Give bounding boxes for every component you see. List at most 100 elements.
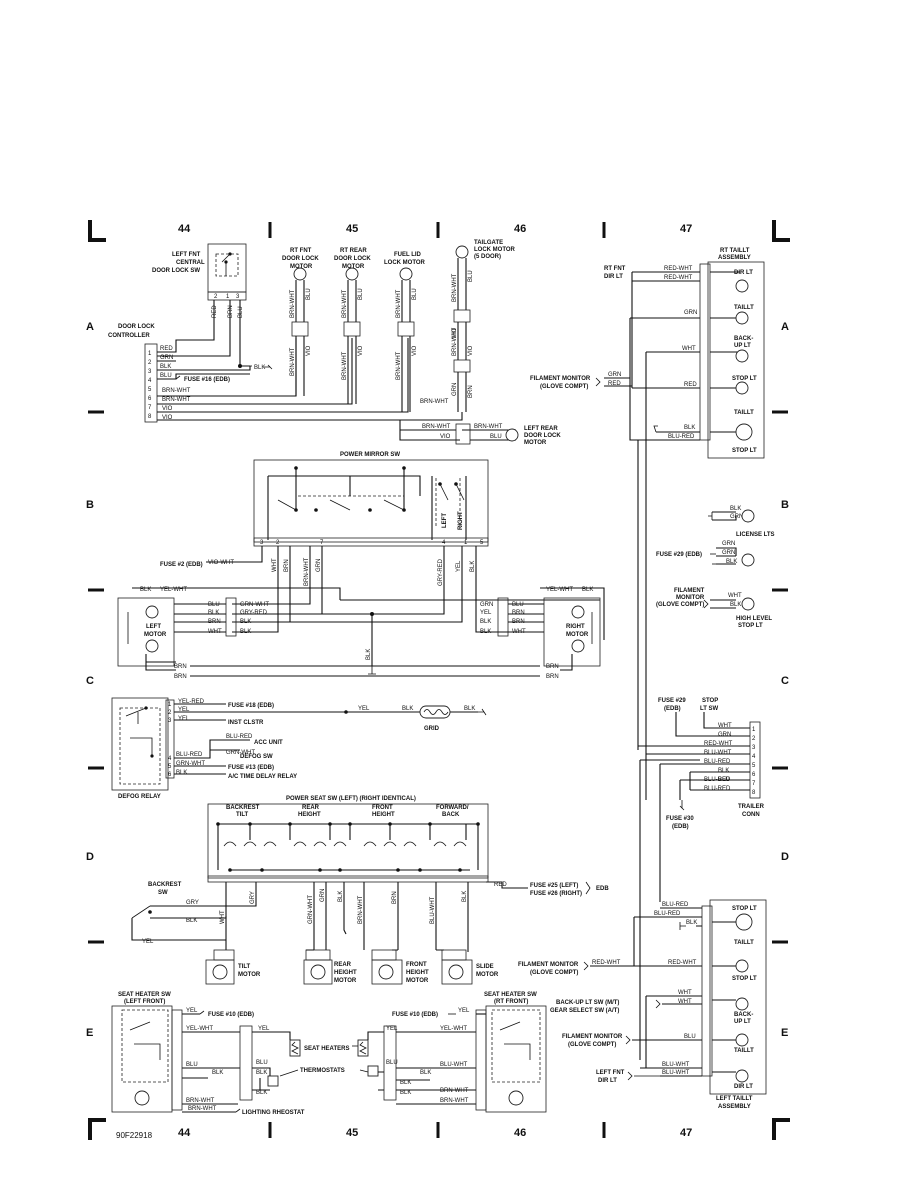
svg-text:BRN: BRN <box>284 559 290 572</box>
svg-text:7: 7 <box>752 781 756 787</box>
fuse2-label: FUSE #2 (EDB) <box>160 562 203 568</box>
svg-text:BLK: BLK <box>256 1090 267 1096</box>
svg-text:MONITOR: MONITOR <box>676 595 705 601</box>
svg-text:HIGH LEVEL: HIGH LEVEL <box>736 616 772 622</box>
door-lock-circuit: DOOR LOCK CONTROLLER 1 2 3 4 5 6 7 8 RED… <box>108 240 561 446</box>
svg-text:(GLOVE COMPT): (GLOVE COMPT) <box>568 1042 616 1048</box>
wire-vio-7: VIO <box>162 406 173 412</box>
power-mirror-switch <box>253 459 489 543</box>
controller-name-1: DOOR LOCK <box>118 324 155 330</box>
svg-text:WHT: WHT <box>718 723 732 729</box>
right-motor-label-2: MOTOR <box>566 632 589 638</box>
svg-text:5: 5 <box>168 764 172 770</box>
svg-text:A/C TIME DELAY RELAY: A/C TIME DELAY RELAY <box>228 774 297 780</box>
bus-brn-wht-3: BRN-WHT <box>474 424 503 430</box>
wire-brn-wht-6: BRN-WHT <box>162 397 191 403</box>
power-seat-switch <box>207 803 489 879</box>
svg-text:GRN: GRN <box>320 889 326 902</box>
svg-text:6: 6 <box>168 772 172 778</box>
fuel-lid-lock-motor: FUEL LID LOCK MOTOR BRN-WHT BLU BRN-WHT … <box>384 252 426 412</box>
svg-text:YEL: YEL <box>358 706 370 712</box>
svg-text:LEFT FNT: LEFT FNT <box>596 1070 625 1076</box>
svg-text:BLK: BLK <box>470 561 476 572</box>
svg-text:BLK: BLK <box>186 918 197 924</box>
svg-text:BLK: BLK <box>718 768 729 774</box>
power-mirror-circuit: POWER MIRROR SW LEFT RIGHT 3 2 7 4 1 5 F… <box>117 452 605 680</box>
col-47-top: 47 <box>680 223 692 235</box>
pin-7: 7 <box>148 405 152 411</box>
svg-text:TAILLT: TAILLT <box>734 940 754 946</box>
svg-text:FUSE #30: FUSE #30 <box>666 816 694 822</box>
svg-text:WHT: WHT <box>678 999 692 1005</box>
svg-text:BLU-RED: BLU-RED <box>654 911 681 917</box>
svg-text:GRN-WHT: GRN-WHT <box>308 895 314 924</box>
left-rear-name-2: DOOR LOCK <box>524 433 561 439</box>
svg-text:(5 DOOR): (5 DOOR) <box>474 254 501 260</box>
svg-text:DOOR LOCK: DOOR LOCK <box>282 256 319 262</box>
svg-text:YEL: YEL <box>142 939 154 945</box>
svg-text:WHT: WHT <box>272 558 278 572</box>
svg-text:TAILLT: TAILLT <box>734 305 754 311</box>
svg-text:YEL: YEL <box>386 1026 398 1032</box>
svg-text:LEFT TAILLT: LEFT TAILLT <box>716 1096 753 1102</box>
svg-text:GRY: GRY <box>250 891 256 904</box>
svg-text:(GLOVE COMPT): (GLOVE COMPT) <box>540 384 588 390</box>
svg-text:2: 2 <box>752 736 756 742</box>
svg-text:BLK: BLK <box>684 425 695 431</box>
svg-text:3: 3 <box>752 745 756 751</box>
svg-text:(EDB): (EDB) <box>664 706 681 712</box>
svg-text:BLU-WHT: BLU-WHT <box>662 1062 690 1068</box>
wire-blu: BLU <box>160 373 172 379</box>
crop-mark-top-right <box>772 220 790 242</box>
mirror-ground-blk: BLK <box>366 649 372 660</box>
high-level-stop-light <box>741 597 755 611</box>
col-44-bottom: 44 <box>178 1127 191 1139</box>
svg-text:SEAT HEATERS: SEAT HEATERS <box>304 1046 349 1052</box>
svg-text:BLK: BLK <box>240 629 251 635</box>
svg-text:BLK: BLK <box>240 619 251 625</box>
svg-text:UP LT: UP LT <box>734 1019 751 1025</box>
defog-relay <box>111 697 169 791</box>
col-46-bottom: 46 <box>514 1127 526 1139</box>
wire-red: RED <box>160 346 173 352</box>
svg-text:WHT: WHT <box>682 346 696 352</box>
left-rear-name-1: LEFT REAR <box>524 426 558 432</box>
svg-text:LOCK MOTOR: LOCK MOTOR <box>384 260 426 266</box>
svg-text:GRN: GRN <box>730 514 743 520</box>
license-light-1 <box>741 509 755 523</box>
defog-grid <box>419 705 451 719</box>
svg-text:GRY-RED: GRY-RED <box>438 558 444 586</box>
svg-text:BLU-WHT: BLU-WHT <box>704 750 732 756</box>
svg-text:YEL-WHT: YEL-WHT <box>440 1026 467 1032</box>
svg-text:ASSEMBLY: ASSEMBLY <box>718 1104 751 1110</box>
svg-text:BLK: BLK <box>726 559 737 565</box>
mirror-pin-2: 2 <box>276 540 280 546</box>
svg-text:ACC UNIT: ACC UNIT <box>254 740 283 746</box>
svg-text:BLU-RED: BLU-RED <box>704 786 731 792</box>
svg-text:SEAT HEATER SW: SEAT HEATER SW <box>118 992 171 998</box>
license-light-2 <box>741 553 755 567</box>
right-sw-lamp <box>508 1090 524 1106</box>
svg-text:BLU-RED: BLU-RED <box>662 902 689 908</box>
mirror-pin-5: 5 <box>480 540 484 546</box>
svg-text:YEL-WHT: YEL-WHT <box>186 1026 213 1032</box>
svg-text:BACK: BACK <box>442 812 460 818</box>
wire-brn-wht-5: BRN-WHT <box>162 388 191 394</box>
svg-text:MOTOR: MOTOR <box>290 264 313 270</box>
svg-text:LIGHTING RHEOSTAT: LIGHTING RHEOSTAT <box>242 1110 305 1116</box>
right-seat-heater-element <box>357 1039 369 1057</box>
csw-pin-1: 1 <box>226 294 230 300</box>
svg-text:BACK-: BACK- <box>734 336 753 342</box>
license-lights-circuit: BLK GRN LICENSE LTS GRN FUSE #29 (EDB) G… <box>656 506 775 567</box>
svg-text:VIO: VIO <box>412 345 418 356</box>
mirror-pin-7: 7 <box>320 540 324 546</box>
svg-text:STOP: STOP <box>702 698 718 704</box>
fuse2-wire: VIO-WHT <box>208 560 234 566</box>
svg-text:BACK-: BACK- <box>734 1012 753 1018</box>
svg-text:BLU: BLU <box>412 288 418 300</box>
svg-text:RED-WHT: RED-WHT <box>668 960 697 966</box>
svg-text:WHT: WHT <box>678 990 692 996</box>
svg-text:BLK: BLK <box>686 920 697 926</box>
mirror-left-label: LEFT <box>442 513 448 528</box>
power-seat-circuit: POWER SEAT SW (LEFT) (RIGHT IDENTICAL) B… <box>131 796 609 985</box>
